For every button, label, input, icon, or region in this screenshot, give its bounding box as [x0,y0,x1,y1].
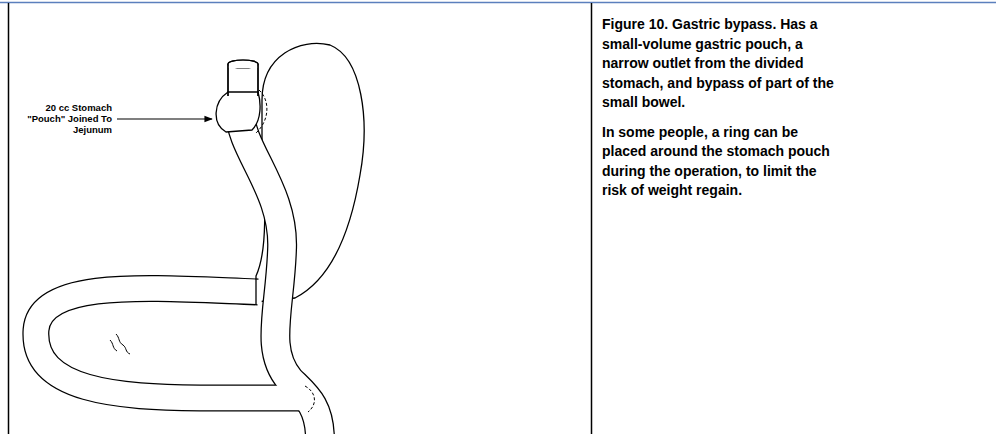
pouch-staple-line [256,90,267,133]
frame-top-line [0,2,996,4]
gastric-pouch [216,92,260,132]
esophagus-inner [229,64,258,68]
anastomosis-staple-line [305,386,314,412]
pylorus-line [255,279,256,305]
frame-divider-line [591,3,593,434]
esophagus-rim [228,60,258,64]
frame-left-line [8,3,10,434]
leader-arrow [117,118,212,119]
caption-note: In some people, a ring can be placed aro… [602,123,836,201]
part-label: 20 cc Stomach "Pouch" Joined To Jejunum [24,102,112,135]
esophagus [228,64,258,96]
figure-caption: Figure 10. Gastric bypass. Has a small-v… [602,15,836,113]
bowel-fills [36,112,320,434]
bowel-outlines [36,112,320,434]
ampulla-mark [110,340,117,351]
esophagus-opening [228,60,258,68]
esophagus [228,64,258,96]
ampulla-mark [116,334,130,354]
